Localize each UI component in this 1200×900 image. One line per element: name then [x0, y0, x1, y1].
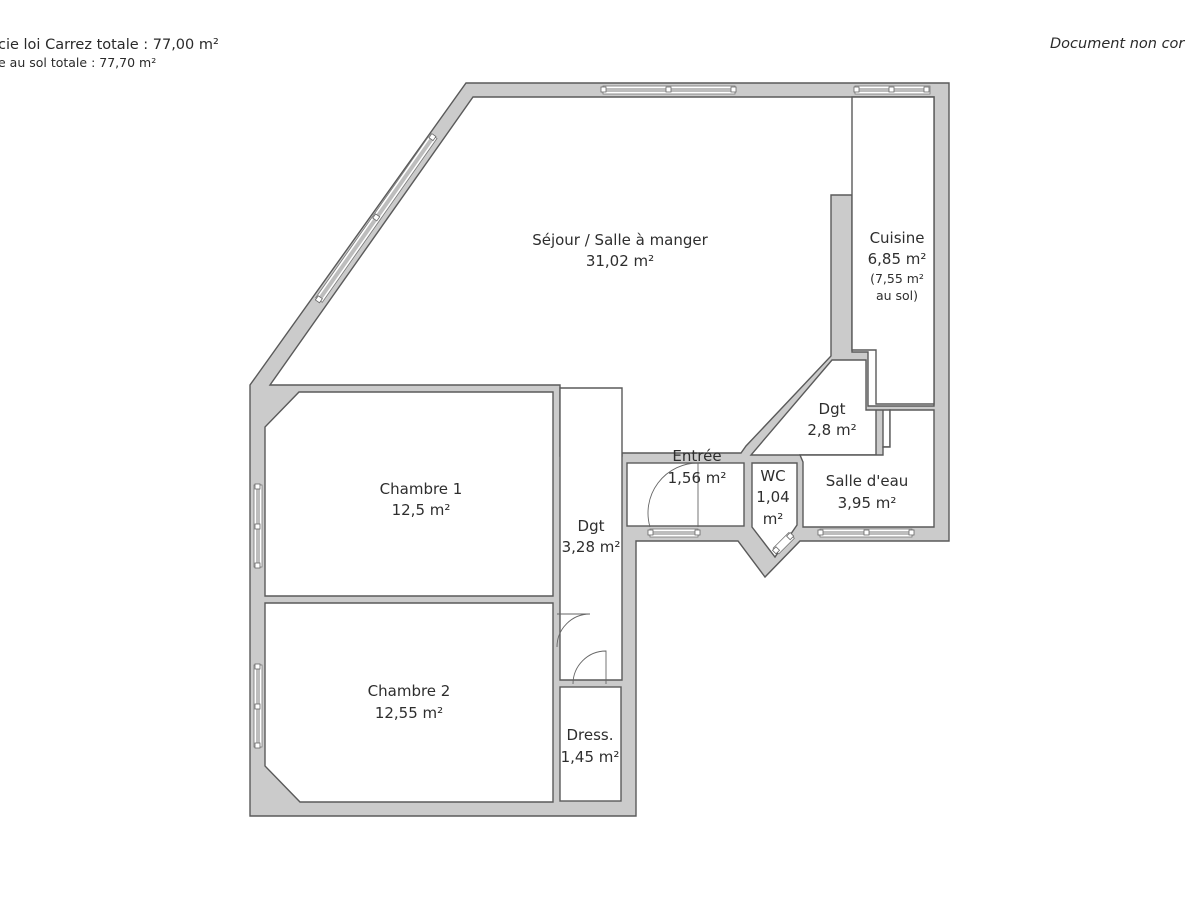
label-chambre1-name: Chambre 1	[380, 480, 463, 498]
label-dgt1-name: Dgt	[819, 400, 846, 418]
label-chambre1-area: 12,5 m²	[392, 501, 451, 519]
label-cuisine-name: Cuisine	[870, 229, 925, 247]
floor-total: e au sol totale : 77,70 m²	[0, 54, 157, 70]
surface-totals: cie loi Carrez totale : 77,00 m² e au so…	[0, 36, 219, 71]
label-salle-deau-name: Salle d'eau	[826, 472, 909, 490]
label-salle-deau-area: 3,95 m²	[838, 494, 897, 512]
label-wc-name: WC	[760, 467, 785, 485]
label-cuisine-note1: (7,55 m²	[870, 271, 924, 286]
carrez-total: cie loi Carrez totale : 77,00 m²	[0, 37, 219, 53]
label-chambre2-area: 12,55 m²	[375, 704, 443, 722]
room-cuisine	[851, 96, 935, 405]
label-cuisine-area: 6,85 m²	[868, 250, 927, 268]
room-chambre-1	[264, 391, 554, 597]
label-chambre2-name: Chambre 2	[368, 682, 451, 700]
room-chambre-2	[264, 602, 554, 803]
label-wc-area2: m²	[763, 510, 784, 528]
label-dressing-name: Dress.	[566, 726, 613, 744]
disclaimer: Document non cor	[1050, 36, 1185, 52]
label-entree-name: Entrée	[672, 447, 721, 465]
label-sejour-name: Séjour / Salle à manger	[532, 231, 708, 249]
room-entree	[626, 462, 745, 527]
label-sejour-area: 31,02 m²	[586, 252, 654, 270]
label-dressing-area: 1,45 m²	[561, 748, 620, 766]
room-dressing	[559, 686, 622, 802]
label-dgt2-area: 3,28 m²	[562, 538, 621, 556]
doors	[556, 462, 699, 685]
label-dgt2-name: Dgt	[578, 517, 605, 535]
label-entree-area: 1,56 m²	[668, 469, 727, 487]
room-dgt-2	[559, 387, 623, 681]
room-salle-deau	[798, 409, 935, 528]
label-dgt1-area: 2,8 m²	[807, 421, 856, 439]
room-labels: Séjour / Salle à manger 31,02 m² Cuisine…	[368, 229, 927, 766]
windows	[253, 85, 931, 749]
label-cuisine-note2: au sol)	[876, 288, 918, 303]
label-wc-area: 1,04	[756, 488, 789, 506]
